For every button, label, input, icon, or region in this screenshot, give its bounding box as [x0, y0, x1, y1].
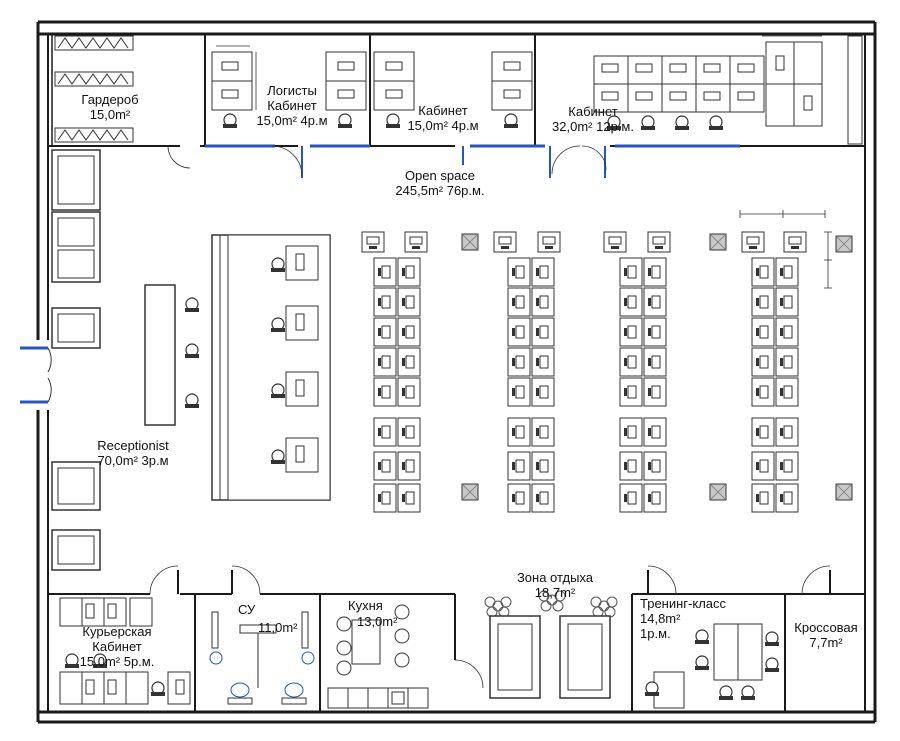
- office3-area: 32,0m² 12р.м.: [552, 119, 634, 134]
- training-label: Тренинг-класс 14,8m² 1р.м.: [640, 596, 726, 641]
- office3-name: Кабинет: [568, 104, 618, 119]
- wardrobe-area: 15,0m²: [89, 107, 131, 122]
- top-door-swings: [167, 145, 607, 177]
- lounge-name: Зона отдыха: [516, 570, 594, 585]
- kitchen-name: Кухня: [348, 598, 383, 613]
- kitchen-area: 13,0m²: [357, 614, 398, 629]
- courier-area: 15,0m² 5р.м.: [79, 654, 155, 669]
- logistics-desks: [211, 51, 367, 129]
- reception-name: Receptionist: [97, 438, 169, 453]
- training-area: 14,8m²: [640, 611, 681, 626]
- dimension-marks: [216, 35, 832, 289]
- courier-subname: Кабинет: [92, 639, 142, 654]
- wc-name: СУ: [238, 602, 256, 617]
- training-name: Тренинг-класс: [640, 596, 727, 611]
- logistics-subname: Кабинет: [267, 98, 317, 113]
- wc-label: СУ: [238, 602, 255, 617]
- logistics-label: Логисты Кабинет 15,0m² 4р.м: [248, 83, 336, 128]
- desk-cluster-1: [361, 231, 428, 513]
- office2-name: Кабинет: [418, 103, 468, 118]
- courier-label: Курьерская Кабинет 15,0m² 5р.м.: [62, 624, 172, 669]
- outer-walls: [36, 20, 877, 724]
- logistics-name: Логисты: [267, 83, 317, 98]
- top-doors: [205, 144, 740, 178]
- lounge-furniture: [484, 590, 618, 699]
- office2-label: Кабинет 15,0m² 4р.м: [398, 103, 488, 133]
- courier-name: Курьерская: [82, 624, 152, 639]
- openspace-label: Open space 245,5m² 76р.м.: [370, 168, 510, 198]
- office3-label: Кабинет 32,0m² 12р.м.: [538, 104, 648, 134]
- desk-cluster-2: [493, 231, 561, 513]
- training-seats: 1р.м.: [640, 626, 671, 641]
- office2-desks: [373, 51, 533, 129]
- desk-cluster-3: [603, 231, 671, 513]
- entrance-door: [20, 346, 52, 404]
- lounge-area: 18,7m²: [534, 585, 576, 600]
- openspace-area: 245,5m² 76р.м.: [395, 183, 485, 198]
- wardrobe-racks: [54, 35, 863, 145]
- logistics-area: 15,0m² 4р.м: [256, 113, 328, 128]
- wc-area: 11,0m²: [258, 620, 298, 635]
- bottom-partitions: [48, 570, 865, 712]
- office2-area: 15,0m² 4р.м: [407, 118, 479, 133]
- wardrobe-name: Гардероб: [81, 92, 139, 107]
- office3-desks: [593, 41, 823, 131]
- bottom-door-swings: [149, 565, 831, 689]
- desk-cluster-4: [741, 231, 807, 513]
- training-furniture: [653, 623, 763, 709]
- lounge-label: Зона отдыха 18,7m²: [500, 570, 610, 600]
- wc-fixtures: [209, 611, 315, 705]
- server-area: 7,7m²: [809, 635, 843, 650]
- openspace-name: Open space: [404, 168, 476, 183]
- reception-label: Receptionist 70,0m² 3р.м: [78, 438, 188, 468]
- kitchen-furniture: [327, 604, 429, 709]
- server-name: Кроссовая: [794, 620, 858, 635]
- wardrobe-label: Гардероб 15,0m²: [70, 92, 150, 122]
- server-label: Кроссовая 7,7m²: [788, 620, 864, 650]
- reception-area: 70,0m² 3р.м: [97, 453, 169, 468]
- reception-sofas: [51, 149, 101, 571]
- courier-furniture: [59, 597, 191, 705]
